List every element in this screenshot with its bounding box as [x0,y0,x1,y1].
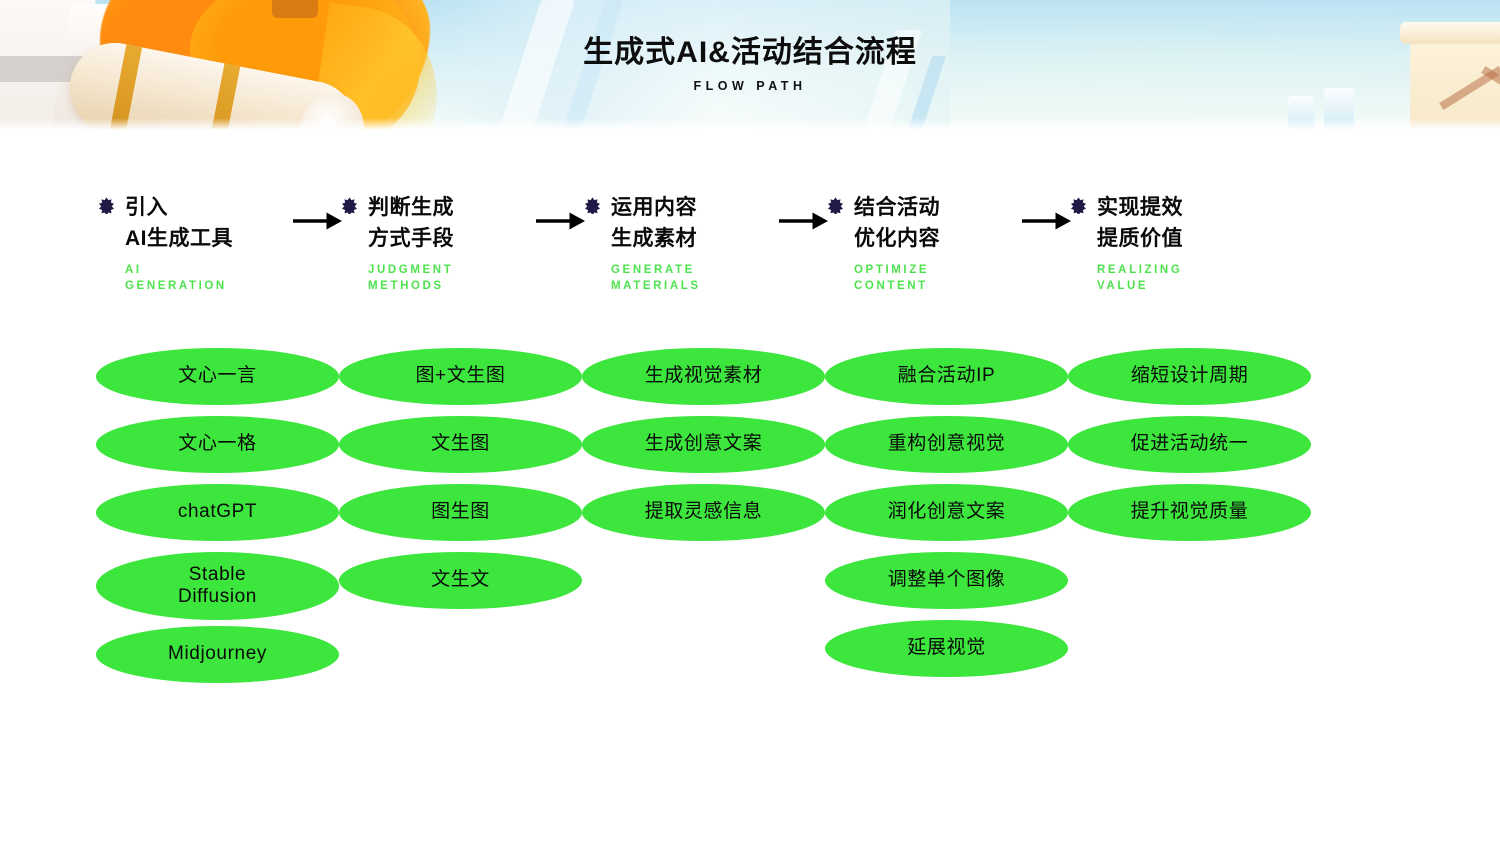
flow-pill-label: 文心一言 [178,365,257,387]
flow-column-1: 引入 AI生成工具 AI GENERATION 文心一言文心一格 chatGPT Sta… [96,192,342,694]
column-subtitle: OPTIMIZE CONTENT [854,264,930,293]
flow-pill[interactable]: 润化创意文案 [825,484,1068,541]
flow-pill[interactable]: 缩短设计周期 [1068,348,1311,405]
flow-pill[interactable]: 生成创意文案 [582,416,825,473]
column-header-row: 实现提效 提质价值 [1070,192,1311,254]
six-point-star-bullet-icon [827,197,844,216]
column-header-5: 实现提效 提质价值 REALIZING VALUE [1068,192,1311,322]
column-header-4: 结合活动 优化内容 OPTIMIZE CONTENT [825,192,1071,322]
column-subtitle: REALIZING VALUE [1097,264,1183,293]
flow-column-5: 实现提效 提质价值 REALIZING VALUE 缩短设计周期促进活动统一提升视觉… [1068,192,1311,552]
column-header-row: 判断生成 方式手段 [341,192,582,254]
arrow-right-icon [293,206,343,236]
column-subtitle: AI GENERATION [125,264,227,293]
six-point-star-bullet-icon [341,197,358,216]
flow-pill[interactable]: 文心一言 [96,348,339,405]
column-header-3: 运用内容 生成素材 GENERATE MATERIALS [582,192,828,322]
column-header-1: 引入 AI生成工具 AI GENERATION [96,192,342,322]
flow-pill-label: 生成创意文案 [644,433,763,455]
flow-pill[interactable]: 文心一格 [96,416,339,473]
flow-pill[interactable]: 调整单个图像 [825,552,1068,609]
flow-column-4: 结合活动 优化内容 OPTIMIZE CONTENT 融合活动IP 重构创意视觉润化创… [825,192,1071,688]
flow-pill[interactable]: 延展视觉 [825,620,1068,677]
flow-pill[interactable]: 文生文 [339,552,582,609]
column-header-2: 判断生成 方式手段 JUDGMENT METHODS [339,192,585,322]
column-pill-list-5: 缩短设计周期促进活动统一提升视觉质量 [1068,348,1311,541]
flow-pill[interactable]: 生成视觉素材 [582,348,825,405]
flow-pill-label: 文心一格 [178,433,257,455]
flow-pill-label: chatGPT [177,501,258,523]
flow-pill-label: 促进活动统一 [1130,433,1249,455]
banner-title-block: 生成式AI&活动结合流程 FLOW PATH [0,0,1500,130]
column-title: 运用内容 生成素材 [611,196,697,251]
column-title: 判断生成 方式手段 [368,196,454,251]
arrow-right-icon [536,206,586,236]
flow-pill[interactable]: chatGPT [96,484,339,541]
flow-pill-label: 融合活动IP [897,365,996,387]
page-subtitle: FLOW PATH [693,78,807,93]
flow-pill[interactable]: 文生图 [339,416,582,473]
flow-pill-label: 文生图 [431,433,490,455]
flow-pill[interactable]: Midjourney [96,626,339,683]
flow-pill-label: 图+文生图 [415,365,506,387]
flow-pill[interactable]: 提升视觉质量 [1068,484,1311,541]
flow-pill-label: 提取灵感信息 [644,501,763,523]
flow-pill-label: 文生文 [431,569,490,591]
column-pill-list-3: 生成视觉素材生成创意文案提取灵感信息 [582,348,825,541]
column-title: 引入 AI生成工具 [125,196,233,251]
flow-pill[interactable]: 图+文生图 [339,348,582,405]
column-title: 结合活动 优化内容 [854,196,940,251]
flow-pill[interactable]: 融合活动IP [825,348,1068,405]
flow-pill-label: 润化创意文案 [887,501,1006,523]
header-banner: 生成式AI&活动结合流程 FLOW PATH [0,0,1500,130]
column-pill-list-2: 图+文生图文生图图生图文生文 [339,348,582,609]
flow-column-2: 判断生成 方式手段 JUDGMENT METHODS 图+文生图文生图图生图文生文 [339,192,585,620]
page-title: 生成式AI&活动结合流程 [583,35,917,69]
flow-pill[interactable]: 图生图 [339,484,582,541]
column-subtitle: GENERATE MATERIALS [611,264,701,293]
flow-pill[interactable]: 提取灵感信息 [582,484,825,541]
flow-pill-label: 调整单个图像 [887,569,1006,591]
six-point-star-bullet-icon [1070,197,1087,216]
column-title: 实现提效 提质价值 [1097,196,1183,251]
flow-pill[interactable]: Stable Diffusion [96,552,339,620]
column-subtitle: JUDGMENT METHODS [368,264,454,293]
flow-pill-label: 提升视觉质量 [1130,501,1249,523]
banner-flame-nub [272,0,318,18]
column-pill-list-4: 融合活动IP 重构创意视觉润化创意文案调整单个图像延展视觉 [825,348,1068,677]
flow-pill-label: 重构创意视觉 [887,433,1006,455]
banner-right-pillar-top [1400,22,1500,44]
banner-bottom-fade [0,118,1500,130]
flow-pill[interactable]: 重构创意视觉 [825,416,1068,473]
flow-column-3: 运用内容 生成素材 GENERATE MATERIALS 生成视觉素材生成创意文案提… [582,192,828,552]
column-header-row: 引入 AI生成工具 [98,192,339,254]
flow-columns: 引入 AI生成工具 AI GENERATION 文心一言文心一格 chatGPT Sta… [96,192,1416,694]
flow-pill[interactable]: 促进活动统一 [1068,416,1311,473]
flow-diagram: 引入 AI生成工具 AI GENERATION 文心一言文心一格 chatGPT Sta… [0,130,1500,843]
flow-pill-label: 生成视觉素材 [644,365,763,387]
flow-pill-label: Midjourney [168,643,267,665]
flow-pill-label: 缩短设计周期 [1130,365,1249,387]
arrow-right-icon [1022,206,1072,236]
column-header-row: 运用内容 生成素材 [584,192,825,254]
column-header-row: 结合活动 优化内容 [827,192,1068,254]
six-point-star-bullet-icon [584,197,601,216]
arrow-right-icon [779,206,829,236]
flow-pill-label: 延展视觉 [907,637,986,659]
flow-pill-label: Stable Diffusion [178,563,257,607]
six-point-star-bullet-icon [98,197,115,216]
flow-pill-label: 图生图 [431,501,490,523]
